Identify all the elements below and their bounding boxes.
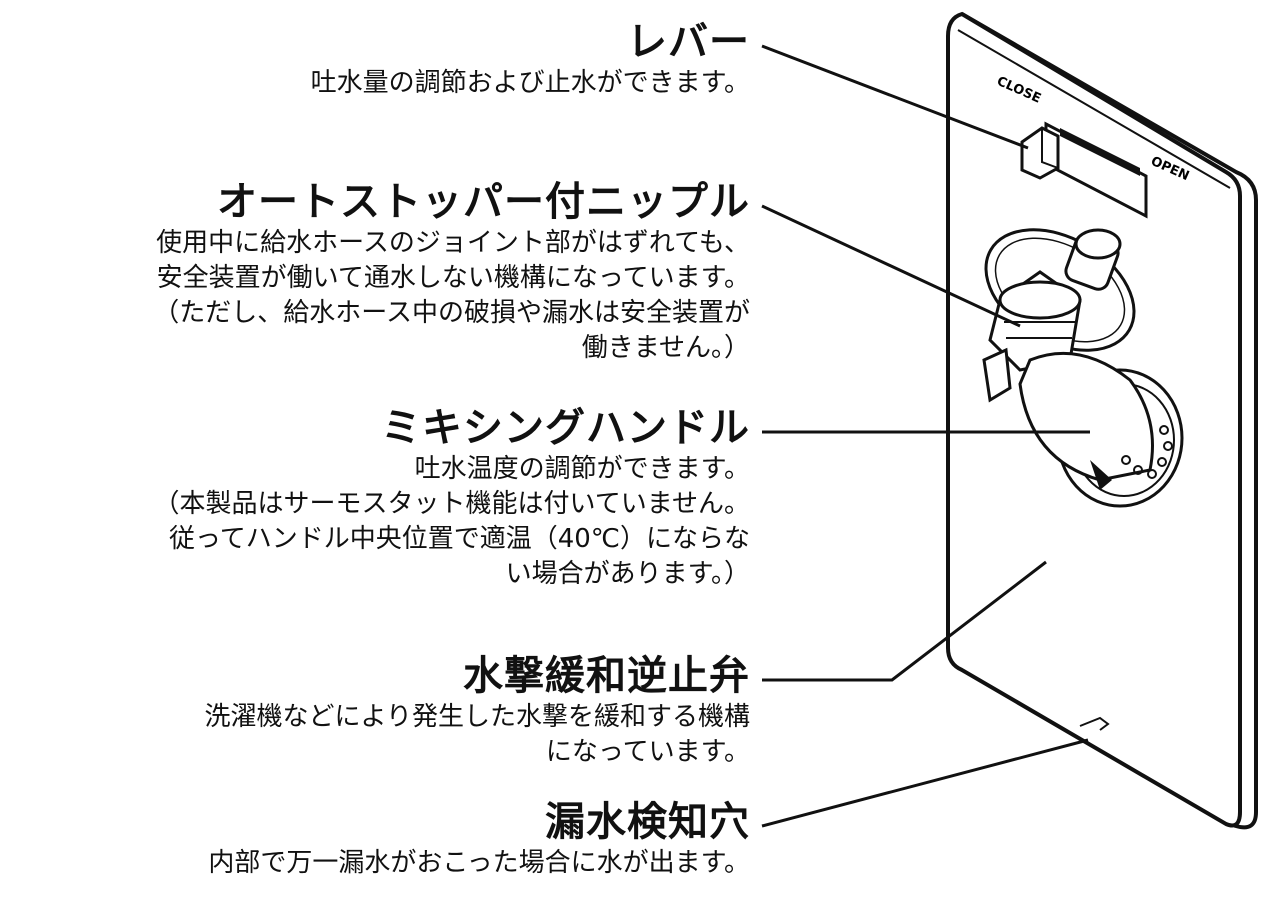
callout-line: になっています。 bbox=[545, 737, 750, 767]
callout-title: 漏水検知穴 bbox=[545, 799, 750, 845]
callout-leak-hole: 漏水検知穴 内部で万一漏水がおこった場合に水が出ます。 bbox=[208, 798, 750, 881]
callout-line: 洗濯機などにより発生した水撃を緩和する機構 bbox=[204, 702, 750, 732]
leader-line-leak-hole bbox=[761, 738, 1089, 828]
callout-title: ミキシングハンドル bbox=[381, 405, 750, 451]
callout-line: 安全装置が働いて通水しない機構になっています。 bbox=[156, 263, 750, 293]
leader-line-nipple bbox=[761, 204, 1021, 328]
callout-handle: ミキシングハンドル 吐水温度の調節ができます。 （本製品はサーモスタット機能は付… bbox=[154, 404, 750, 592]
callout-line: 使用中に給水ホースのジョイント部がはずれても、 bbox=[156, 228, 750, 258]
auto-stopper-nipple bbox=[982, 228, 1136, 403]
leak-detection-hole bbox=[1079, 716, 1110, 731]
callout-line: い場合があります。） bbox=[505, 559, 750, 589]
callout-title: 水撃緩和逆止弁 bbox=[463, 653, 750, 699]
callout-line: 働きません。） bbox=[581, 333, 750, 363]
callout-title: オートストッパー付ニップル bbox=[217, 179, 750, 225]
leader-line-check-valve bbox=[762, 560, 1047, 682]
leader-line-lever bbox=[761, 44, 1029, 150]
callout-line: 内部で万一漏水がおこった場合に水が出ます。 bbox=[208, 848, 750, 878]
leader-lines bbox=[761, 44, 1090, 828]
callout-nipple: オートストッパー付ニップル 使用中に給水ホースのジョイント部がはずれても、 安全… bbox=[153, 178, 750, 366]
callout-line: （ただし、給水ホース中の破損や漏水は安全装置が bbox=[153, 298, 750, 328]
callout-line: （本製品はサーモスタット機能は付いていません。 bbox=[153, 489, 750, 519]
lever bbox=[1020, 121, 1148, 219]
callout-check-valve: 水撃緩和逆止弁 洗濯機などにより発生した水撃を緩和する機構 になっています。 bbox=[205, 652, 750, 770]
callout-title: レバー bbox=[627, 19, 750, 65]
plate-side-edge bbox=[961, 12, 1258, 830]
callout-lever: レバー 吐水量の調節および止水ができます。 bbox=[311, 18, 750, 101]
callout-line: 吐水量の調節および止水ができます。 bbox=[310, 68, 750, 98]
mixing-handle bbox=[1018, 351, 1184, 508]
callout-line: 従ってハンドル中央位置で適温（40℃）にならな bbox=[169, 524, 750, 554]
callout-line: 吐水温度の調節ができます。 bbox=[414, 454, 750, 484]
plate-inner-line bbox=[957, 29, 1231, 189]
